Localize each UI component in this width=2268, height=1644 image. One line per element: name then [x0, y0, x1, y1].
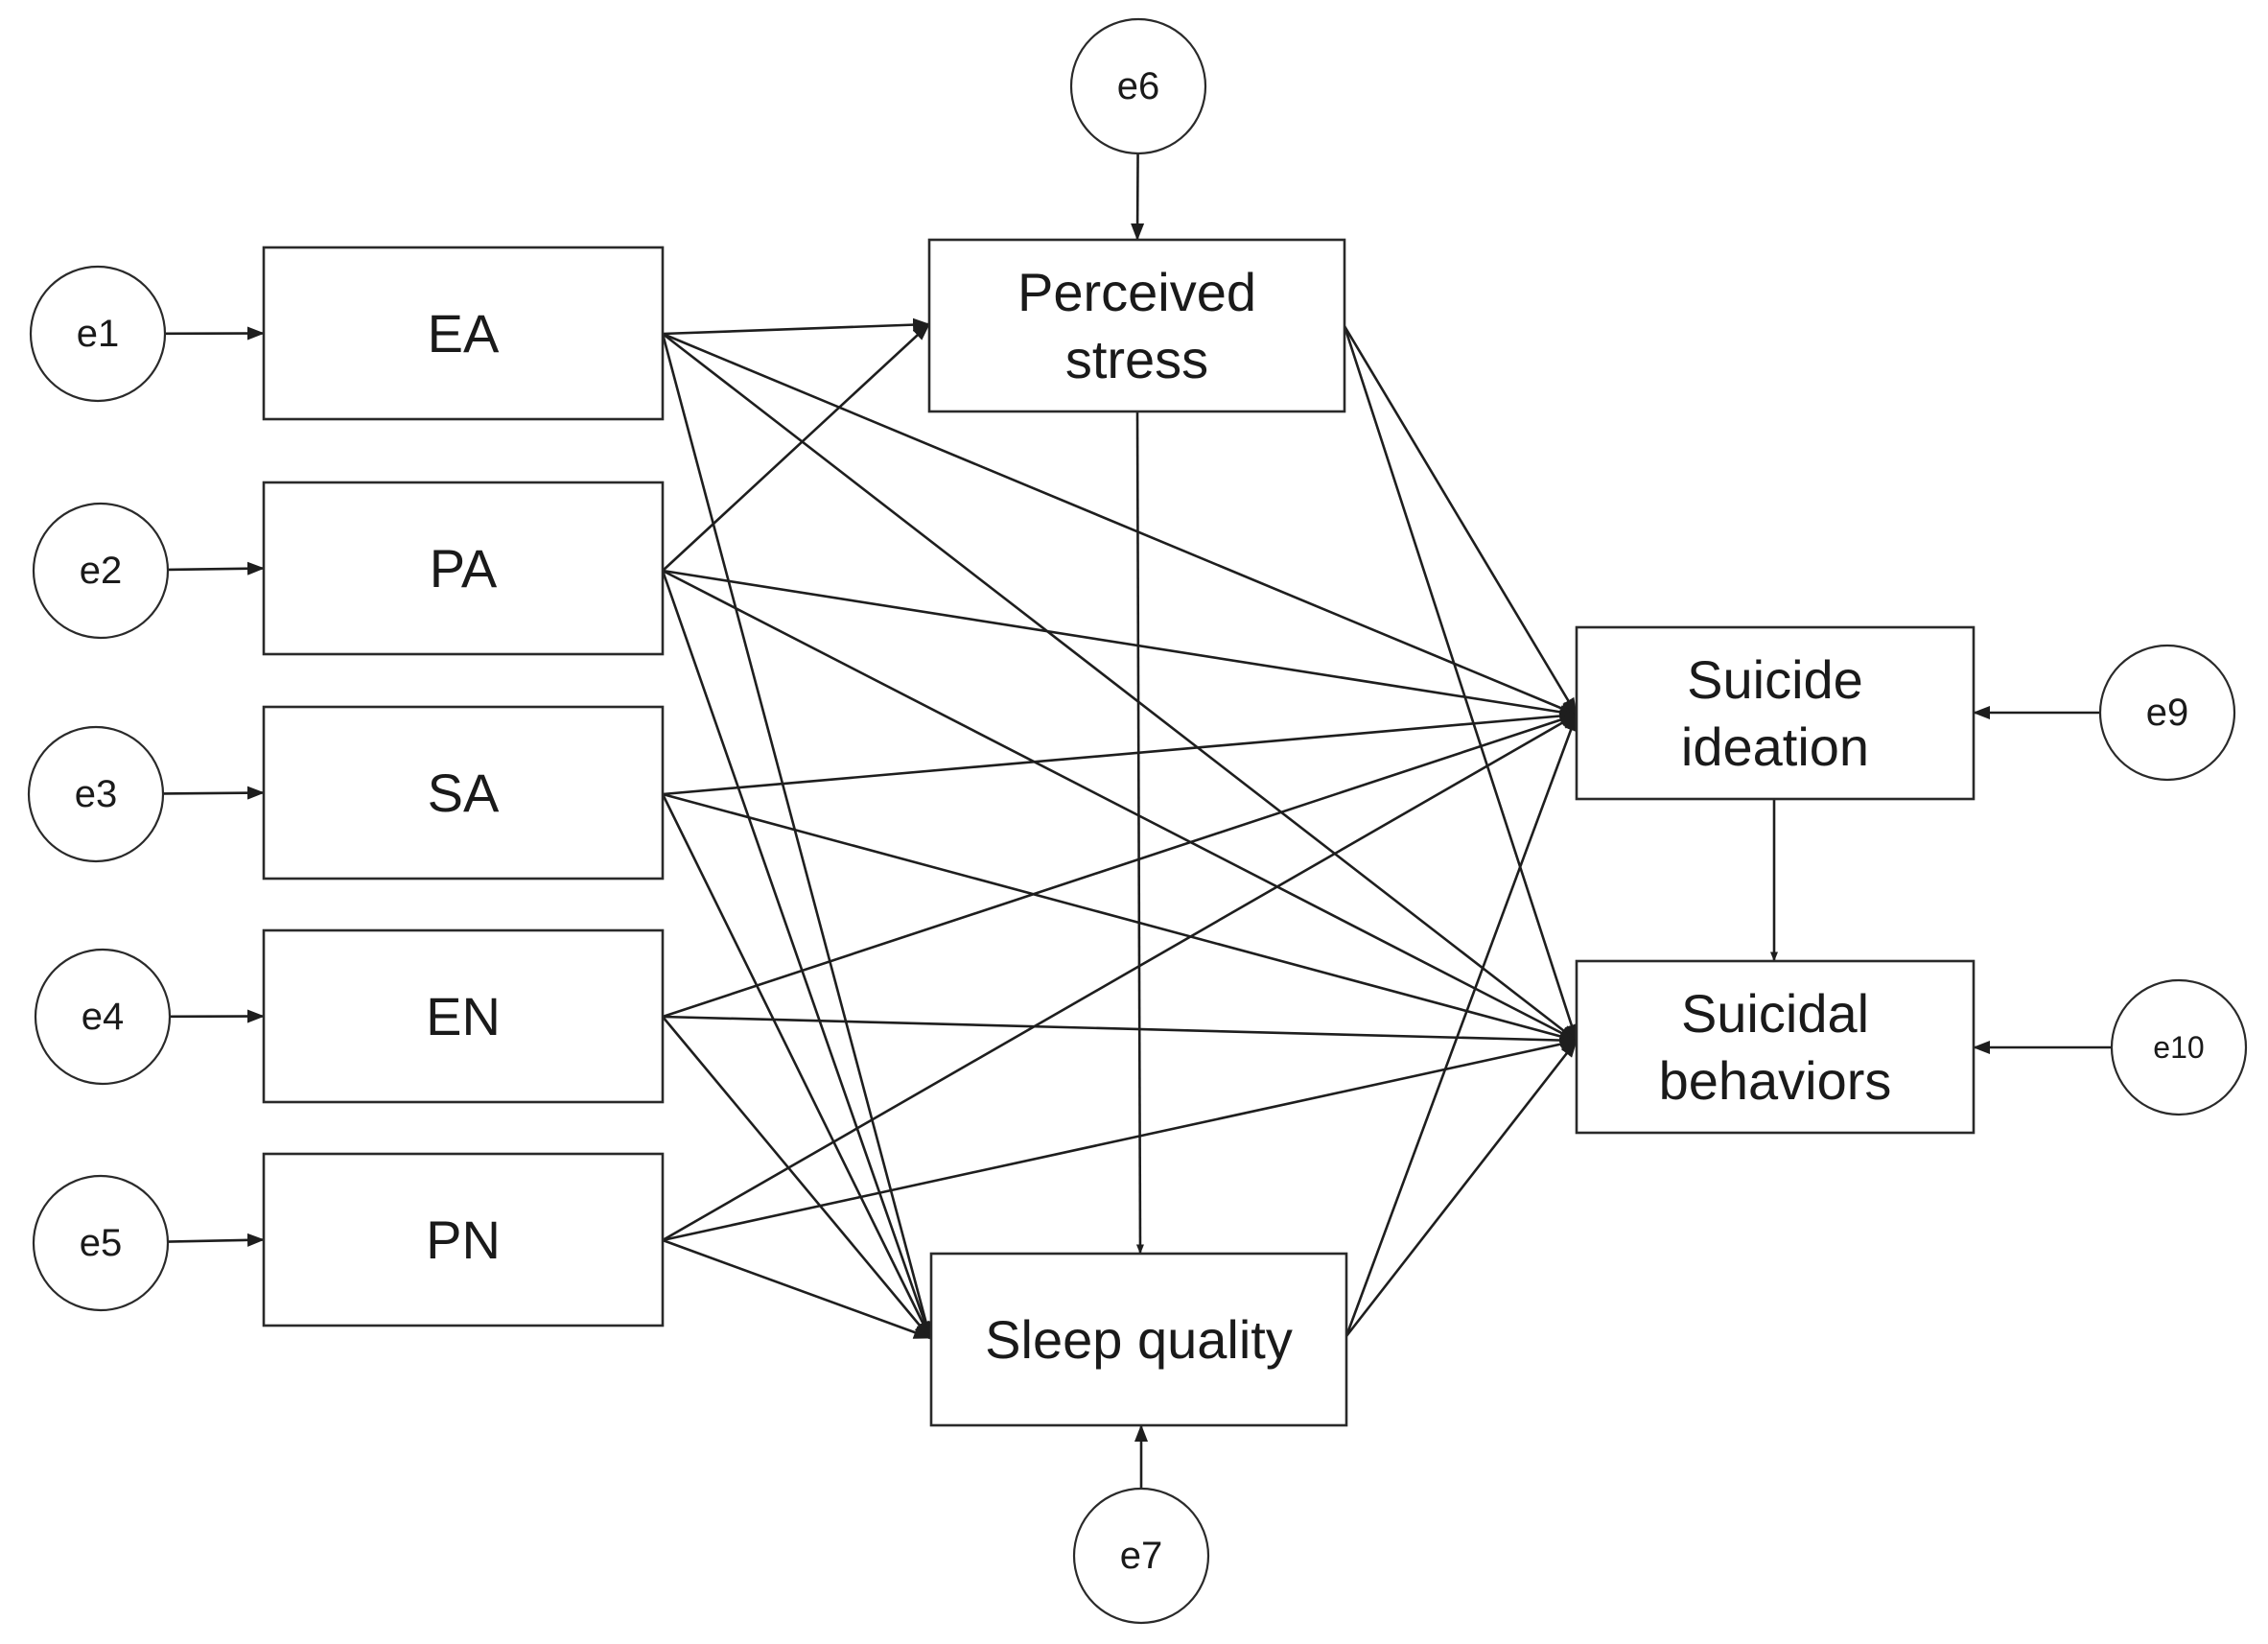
path-en-to-si: [662, 713, 1578, 1019]
path-sq-to-si: [1344, 714, 1578, 1337]
variable-label: stress: [1065, 329, 1208, 389]
error-label: e10: [2153, 1030, 2204, 1065]
error-circle: [1069, 17, 1207, 155]
path-ps-to-sq: [1135, 411, 1144, 1255]
path-ea-to-sq: [661, 333, 933, 1339]
path-sq-to-sb: [1344, 1040, 1578, 1337]
error-circle: [32, 1174, 170, 1312]
path-ea-to-si: [662, 332, 1578, 716]
error-label: e1: [77, 313, 120, 355]
error-arrow-e5: [167, 1233, 265, 1247]
variable-box: [1575, 625, 1976, 801]
error-label: e7: [1120, 1535, 1163, 1577]
path-pn-to-si: [662, 713, 1578, 1242]
path-sa-to-sq: [661, 793, 932, 1339]
variable-box: [927, 238, 1346, 413]
path-sa-to-si: [662, 709, 1578, 796]
error-label: e3: [75, 773, 118, 815]
error-term-e9: e9: [2098, 644, 2236, 782]
error-label: e6: [1117, 65, 1160, 107]
error-term-e1: e1: [29, 265, 167, 403]
path-pa-to-sb: [662, 569, 1578, 1043]
variable-label: SA: [428, 763, 500, 823]
error-arrow-e3: [162, 786, 265, 800]
variable-label: PA: [430, 538, 498, 599]
path-sa-to-sb: [662, 792, 1578, 1044]
error-label: e9: [2146, 692, 2189, 734]
error-circle: [29, 265, 167, 403]
variable-label: Suicide: [1687, 649, 1863, 710]
variable-en: EN: [262, 928, 665, 1104]
error-label: e2: [80, 550, 123, 592]
variable-label: EN: [426, 986, 501, 1046]
variable-label: Suicidal: [1681, 983, 1869, 1044]
variable-ea: EA: [262, 246, 665, 421]
error-arrow-e6: [1131, 153, 1145, 241]
variable-box: [262, 481, 665, 656]
variable-ps: Perceived stress: [927, 238, 1346, 413]
error-circle: [27, 725, 165, 863]
variable-box: [1575, 959, 1976, 1135]
variable-box: [262, 705, 665, 881]
error-term-e7: e7: [1072, 1487, 1210, 1625]
variable-pn: PN: [262, 1152, 665, 1327]
error-circle: [1072, 1487, 1210, 1625]
variable-label: EA: [428, 303, 500, 364]
error-term-e2: e2: [32, 502, 170, 640]
path-en-to-sb: [662, 1015, 1578, 1047]
error-term-e4: e4: [34, 948, 172, 1086]
variable-box: [262, 1152, 665, 1327]
error-term-e6: e6: [1069, 17, 1207, 155]
variable-box: [262, 246, 665, 421]
path-pa-to-sq: [661, 570, 932, 1339]
error-circle: [2110, 978, 2248, 1116]
path-ps-to-sb: [1343, 325, 1578, 1042]
error-term-e5: e5: [32, 1174, 170, 1312]
error-circle: [34, 948, 172, 1086]
path-pn-to-sq: [662, 1238, 931, 1340]
variable-label: PN: [426, 1210, 501, 1270]
variable-pa: PA: [262, 481, 665, 656]
path-pn-to-sb: [662, 1037, 1578, 1242]
path-ea-to-sb: [662, 332, 1578, 1043]
path-ps-to-si: [1343, 325, 1578, 716]
path-pa-to-si: [662, 569, 1578, 719]
paths-layer: [661, 317, 1778, 1340]
variable-label: ideation: [1681, 716, 1869, 777]
error-arrow-e2: [167, 561, 265, 575]
error-circle: [2098, 644, 2236, 782]
path-en-to-sq: [662, 1016, 931, 1339]
error-label: e5: [80, 1222, 123, 1264]
error-label: e4: [82, 996, 125, 1038]
error-circle: [32, 502, 170, 640]
variable-sq: Sleep quality: [929, 1252, 1348, 1427]
path-ea-to-ps: [662, 317, 930, 336]
path-pa-to-ps: [662, 323, 930, 572]
error-term-e10: e10: [2110, 978, 2248, 1116]
variable-label: Perceived: [1017, 262, 1256, 322]
variable-label: behaviors: [1659, 1050, 1892, 1111]
error-term-e3: e3: [27, 725, 165, 863]
errors-layer: e1 e2 e3 e4 e5 e6 e7 e9 e10: [27, 17, 2248, 1625]
variable-box: [262, 928, 665, 1104]
variable-sa: SA: [262, 705, 665, 881]
variable-box: [929, 1252, 1348, 1427]
variable-label: Sleep quality: [985, 1309, 1293, 1370]
